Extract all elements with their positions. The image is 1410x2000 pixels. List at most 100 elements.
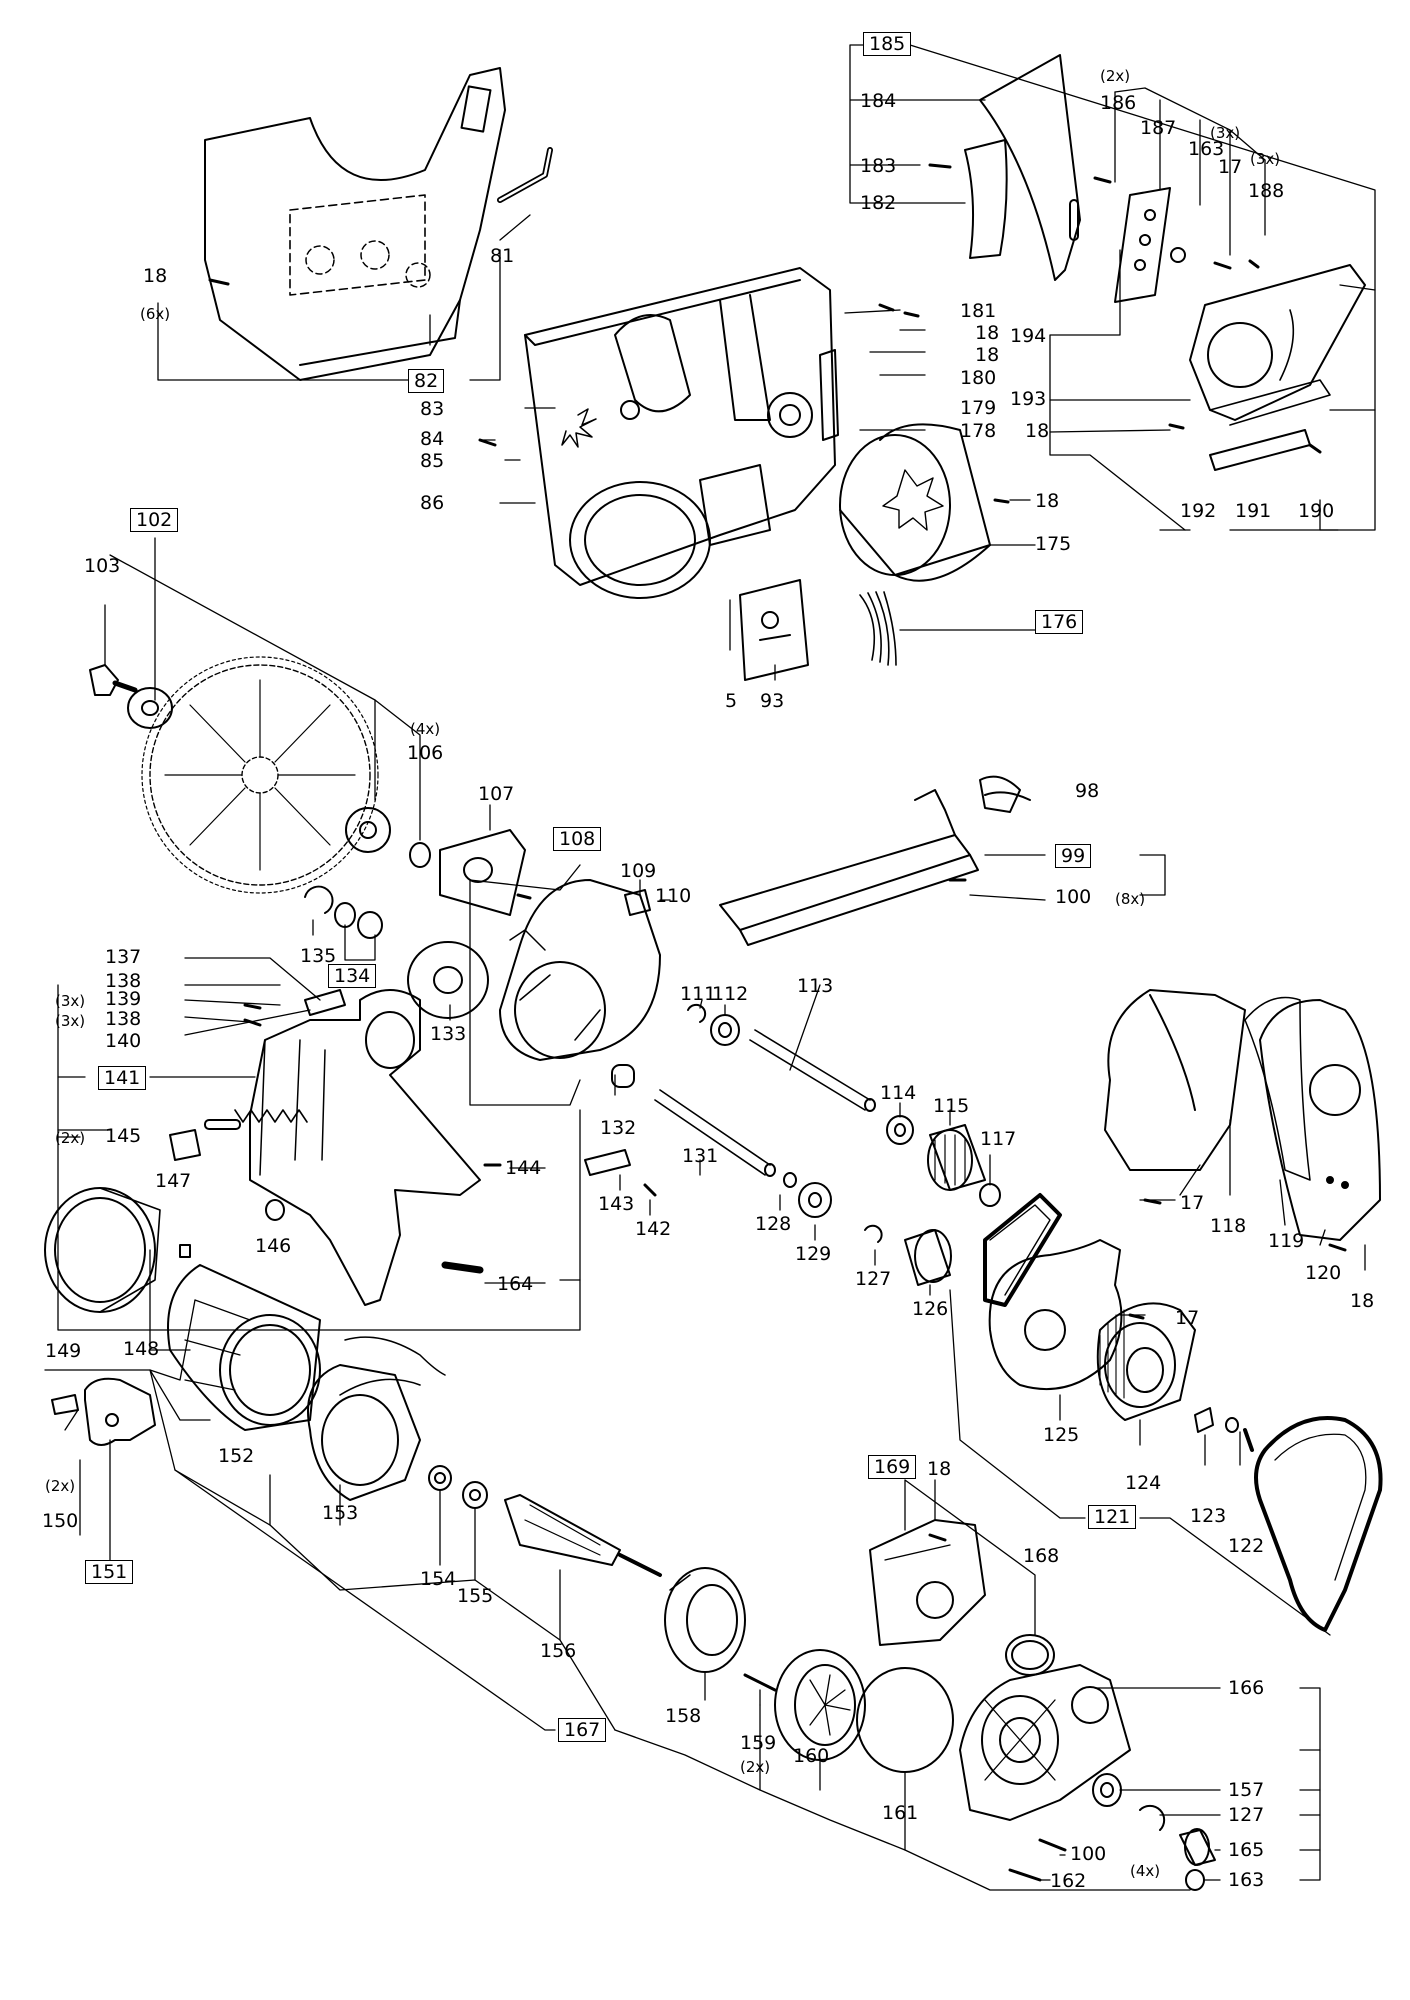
label-138-b: 138 [105,1008,142,1030]
label-83: 83 [420,398,445,420]
label-106: 106 [407,742,444,764]
label-6x: (6x) [140,305,171,323]
bearing-112 [710,1014,740,1046]
bushing-132 [611,1064,635,1088]
bushing-146 [265,1199,285,1221]
label-190: 190 [1298,500,1335,522]
label-162: 162 [1050,1870,1087,1892]
label-17-qty: (3x) [1210,124,1241,142]
bearing-154 [428,1465,452,1491]
label-192: 192 [1180,500,1217,522]
label-139-qty: (3x) [55,992,86,1010]
label-113: 113 [797,975,834,997]
label-180: 180 [960,367,997,389]
label-138-qty: (3x) [55,1012,86,1030]
label-181: 181 [960,300,997,322]
label-154: 154 [420,1568,457,1590]
label-159: 159 [740,1732,777,1754]
label-143: 143 [598,1193,635,1215]
armature-156 [504,1494,662,1577]
label-98: 98 [1075,780,1100,802]
shaft-131 [654,1089,776,1177]
label-115: 115 [933,1095,970,1117]
bearing-129 [798,1182,832,1218]
circlip-127b [1139,1804,1166,1831]
label-125: 125 [1043,1424,1080,1446]
screw-100b [1038,1838,1067,1852]
motor-cover-plate [1189,264,1366,426]
seal-disc-161 [856,1667,954,1773]
washer-106 [409,842,431,868]
label-82: 82 [408,369,445,393]
label-109: 109 [620,860,657,882]
screws [208,163,1347,1542]
wire-bundle [859,591,897,666]
label-146: 146 [255,1235,292,1257]
label-18-left: 18 [143,265,168,287]
motor-fan-housing [839,423,991,582]
outer-belt-cover-120 [1259,999,1381,1241]
label-18-d: 18 [1035,490,1060,512]
label-8x: (8x) [1115,890,1146,908]
label-185: 185 [863,32,912,56]
inner-cover-169 [869,1519,986,1646]
label-121: 121 [1088,1505,1137,1529]
circlip-135 [304,885,334,914]
label-18-b: 18 [975,322,1000,344]
gear-pulley-115 [927,1124,986,1191]
label-183: 183 [860,155,897,177]
guide-clamp [964,139,1008,259]
label-4x: (4x) [1130,1862,1161,1880]
bushing-168 [1005,1634,1055,1676]
label-164: 164 [497,1273,534,1295]
motor-bracket [234,989,481,1306]
label-188-qty: (3x) [1250,150,1281,168]
pinion-165 [1179,1828,1216,1866]
label-85: 85 [420,450,445,472]
circlip-111 [687,1003,707,1023]
label-145: 145 [105,1125,142,1147]
label-186-qty: (2x) [1100,67,1131,85]
label-84: 84 [420,428,445,450]
label-106-qty: (4x) [410,720,441,738]
label-127-b: 127 [1228,1804,1265,1826]
label-166: 166 [1228,1677,1265,1699]
bearing-155 [462,1481,488,1509]
label-155: 155 [457,1585,494,1607]
bearing-114 [886,1115,914,1145]
label-140: 140 [105,1030,142,1052]
bolt-122 [1225,1417,1254,1452]
label-93: 93 [760,690,785,712]
label-134: 134 [328,964,377,988]
label-150-qty: (2x) [45,1477,76,1495]
label-142: 142 [635,1218,672,1240]
rail-bracket [984,791,1031,801]
label-178: 178 [960,420,997,442]
label-182: 182 [860,192,897,214]
label-18-c: 18 [975,344,1000,366]
leader-lines [44,44,1376,1891]
label-110: 110 [655,885,692,907]
label-145-qty: (2x) [55,1129,86,1147]
switch-plate [739,579,809,681]
spacer-ring [407,941,489,1019]
label-153: 153 [322,1502,359,1524]
label-175: 175 [1035,533,1072,555]
key-block-147 [169,1129,201,1161]
label-18-f: 18 [1350,1290,1375,1312]
label-126: 126 [912,1298,949,1320]
drive-belt-small [983,1193,1062,1307]
label-107: 107 [478,783,515,805]
label-191: 191 [1235,500,1272,522]
label-17-top: 17 [1218,156,1243,178]
label-135: 135 [300,945,337,967]
label-156: 156 [540,1640,577,1662]
label-129: 129 [795,1243,832,1265]
label-127-a: 127 [855,1268,892,1290]
inner-flange [345,807,391,853]
label-137: 137 [105,946,142,968]
label-18-e: 18 [1025,420,1050,442]
label-168: 168 [1023,1545,1060,1567]
carbon-brush-148 [179,1244,191,1258]
bearing-157 [1092,1773,1122,1807]
